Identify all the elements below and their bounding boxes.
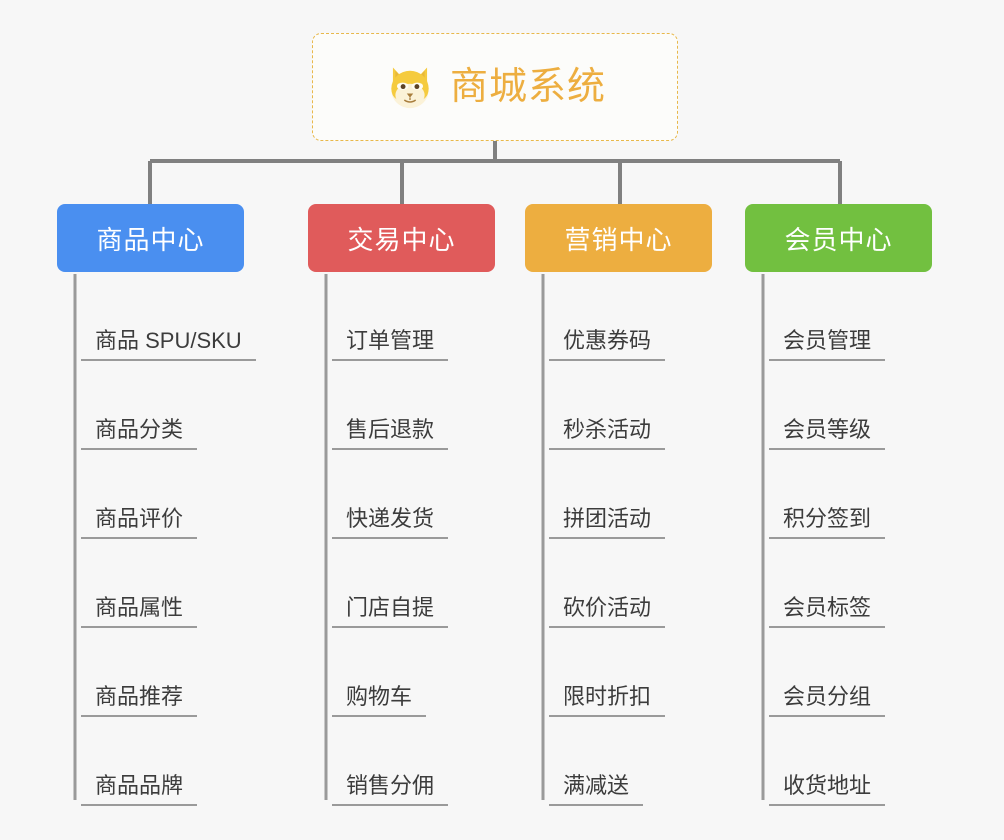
leaf-item[interactable]: 购物车 (308, 628, 495, 717)
leaf-item[interactable]: 售后退款 (308, 361, 495, 450)
leaf-item[interactable]: 会员分组 (745, 628, 932, 717)
branch-商品中心: 商品中心 商品 SPU/SKU 商品分类 商品评价 商品属性 商品推荐 商品品牌 (57, 204, 256, 806)
leaf-label: 商品分类 (81, 417, 198, 450)
branch-head-label: 交易中心 (347, 224, 456, 255)
leaf-label: 限时折扣 (549, 684, 666, 717)
leaf-item[interactable]: 商品推荐 (57, 628, 256, 717)
branch-head-0[interactable]: 商品中心 (57, 204, 244, 272)
leaf-item[interactable]: 销售分佣 (308, 717, 495, 806)
leaf-item[interactable]: 快递发货 (308, 450, 495, 539)
leaf-item[interactable]: 满减送 (525, 717, 712, 806)
leaf-item[interactable]: 秒杀活动 (525, 361, 712, 450)
leaf-item[interactable]: 会员标签 (745, 539, 932, 628)
leaf-label: 会员标签 (769, 595, 886, 628)
leaf-label: 砍价活动 (549, 595, 666, 628)
leaf-label: 会员管理 (769, 328, 886, 361)
leaf-label: 商品属性 (81, 595, 198, 628)
branch-营销中心: 营销中心 优惠券码 秒杀活动 拼团活动 砍价活动 限时折扣 满减送 (525, 204, 712, 806)
leaf-label: 售后退款 (332, 417, 449, 450)
leaf-item[interactable]: 限时折扣 (525, 628, 712, 717)
leaf-item[interactable]: 会员等级 (745, 361, 932, 450)
leaf-label: 满减送 (549, 773, 644, 806)
leaf-label: 会员分组 (769, 684, 886, 717)
leaf-label: 秒杀活动 (549, 417, 666, 450)
leaf-label: 收货地址 (769, 773, 886, 806)
leaf-label: 销售分佣 (332, 773, 449, 806)
leaf-item[interactable]: 收货地址 (745, 717, 932, 806)
leaf-label: 会员等级 (769, 417, 886, 450)
leaf-item[interactable]: 拼团活动 (525, 450, 712, 539)
branch-head-label: 营销中心 (564, 224, 673, 255)
leaf-label: 积分签到 (769, 506, 886, 539)
branch-head-3[interactable]: 会员中心 (745, 204, 932, 272)
leaf-list-0: 商品 SPU/SKU 商品分类 商品评价 商品属性 商品推荐 商品品牌 (57, 272, 256, 806)
leaf-label: 商品 SPU/SKU (81, 328, 256, 361)
leaf-label: 订单管理 (332, 328, 449, 361)
leaf-label: 购物车 (332, 684, 427, 717)
leaf-label: 商品推荐 (81, 684, 198, 717)
leaf-label: 商品品牌 (81, 773, 198, 806)
shiba-dog-icon (391, 67, 429, 109)
leaf-item[interactable]: 订单管理 (308, 272, 495, 361)
leaf-item[interactable]: 砍价活动 (525, 539, 712, 628)
leaf-label: 门店自提 (332, 595, 449, 628)
leaf-item[interactable]: 商品 SPU/SKU (57, 272, 256, 361)
branch-head-1[interactable]: 交易中心 (308, 204, 495, 272)
leaf-list-2: 优惠券码 秒杀活动 拼团活动 砍价活动 限时折扣 满减送 (525, 272, 712, 806)
leaf-item[interactable]: 商品评价 (57, 450, 256, 539)
leaf-item[interactable]: 门店自提 (308, 539, 495, 628)
leaf-item[interactable]: 商品分类 (57, 361, 256, 450)
leaf-label: 优惠券码 (549, 328, 666, 361)
leaf-label: 商品评价 (81, 506, 198, 539)
branch-head-label: 商品中心 (96, 224, 205, 255)
leaf-item[interactable]: 商品属性 (57, 539, 256, 628)
leaf-list-1: 订单管理 售后退款 快递发货 门店自提 购物车 销售分佣 (308, 272, 495, 806)
root-title: 商城系统 (449, 66, 606, 108)
root-node[interactable]: 商城系统 (312, 33, 678, 141)
leaf-item[interactable]: 商品品牌 (57, 717, 256, 806)
leaf-label: 拼团活动 (549, 506, 666, 539)
branch-head-2[interactable]: 营销中心 (525, 204, 712, 272)
branch-交易中心: 交易中心 订单管理 售后退款 快递发货 门店自提 购物车 销售分佣 (308, 204, 495, 806)
branch-会员中心: 会员中心 会员管理 会员等级 积分签到 会员标签 会员分组 收货地址 (745, 204, 932, 806)
leaf-list-3: 会员管理 会员等级 积分签到 会员标签 会员分组 收货地址 (745, 272, 932, 806)
leaf-item[interactable]: 优惠券码 (525, 272, 712, 361)
leaf-label: 快递发货 (332, 506, 449, 539)
branch-head-label: 会员中心 (784, 224, 893, 255)
leaf-item[interactable]: 积分签到 (745, 450, 932, 539)
leaf-item[interactable]: 会员管理 (745, 272, 932, 361)
